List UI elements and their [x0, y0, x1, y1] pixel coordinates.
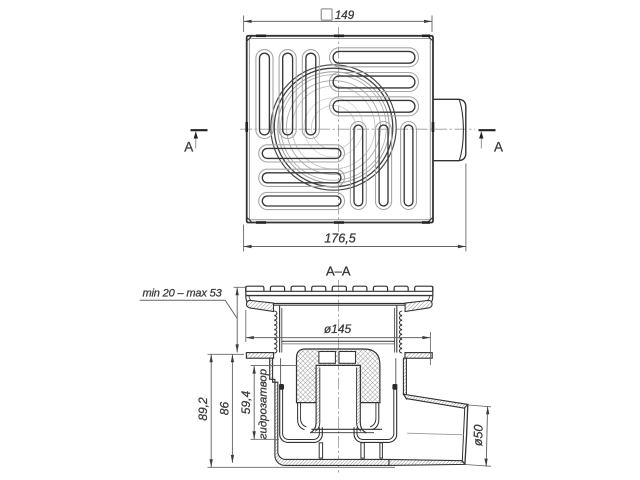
svg-text:149: 149 — [335, 10, 355, 22]
svg-text:A: A — [494, 140, 503, 155]
svg-text:59,4: 59,4 — [239, 390, 253, 414]
svg-text:гидрозатвор: гидрозатвор — [258, 369, 270, 439]
svg-text:ø145: ø145 — [324, 322, 352, 336]
svg-text:A–A: A–A — [326, 264, 351, 279]
svg-text:min 20 – max 53: min 20 – max 53 — [143, 288, 223, 300]
svg-text:176,5: 176,5 — [324, 232, 355, 246]
svg-text:ø50: ø50 — [471, 424, 486, 446]
svg-text:A: A — [184, 140, 193, 155]
svg-text:86: 86 — [218, 402, 232, 416]
svg-text:89,2: 89,2 — [196, 397, 210, 421]
